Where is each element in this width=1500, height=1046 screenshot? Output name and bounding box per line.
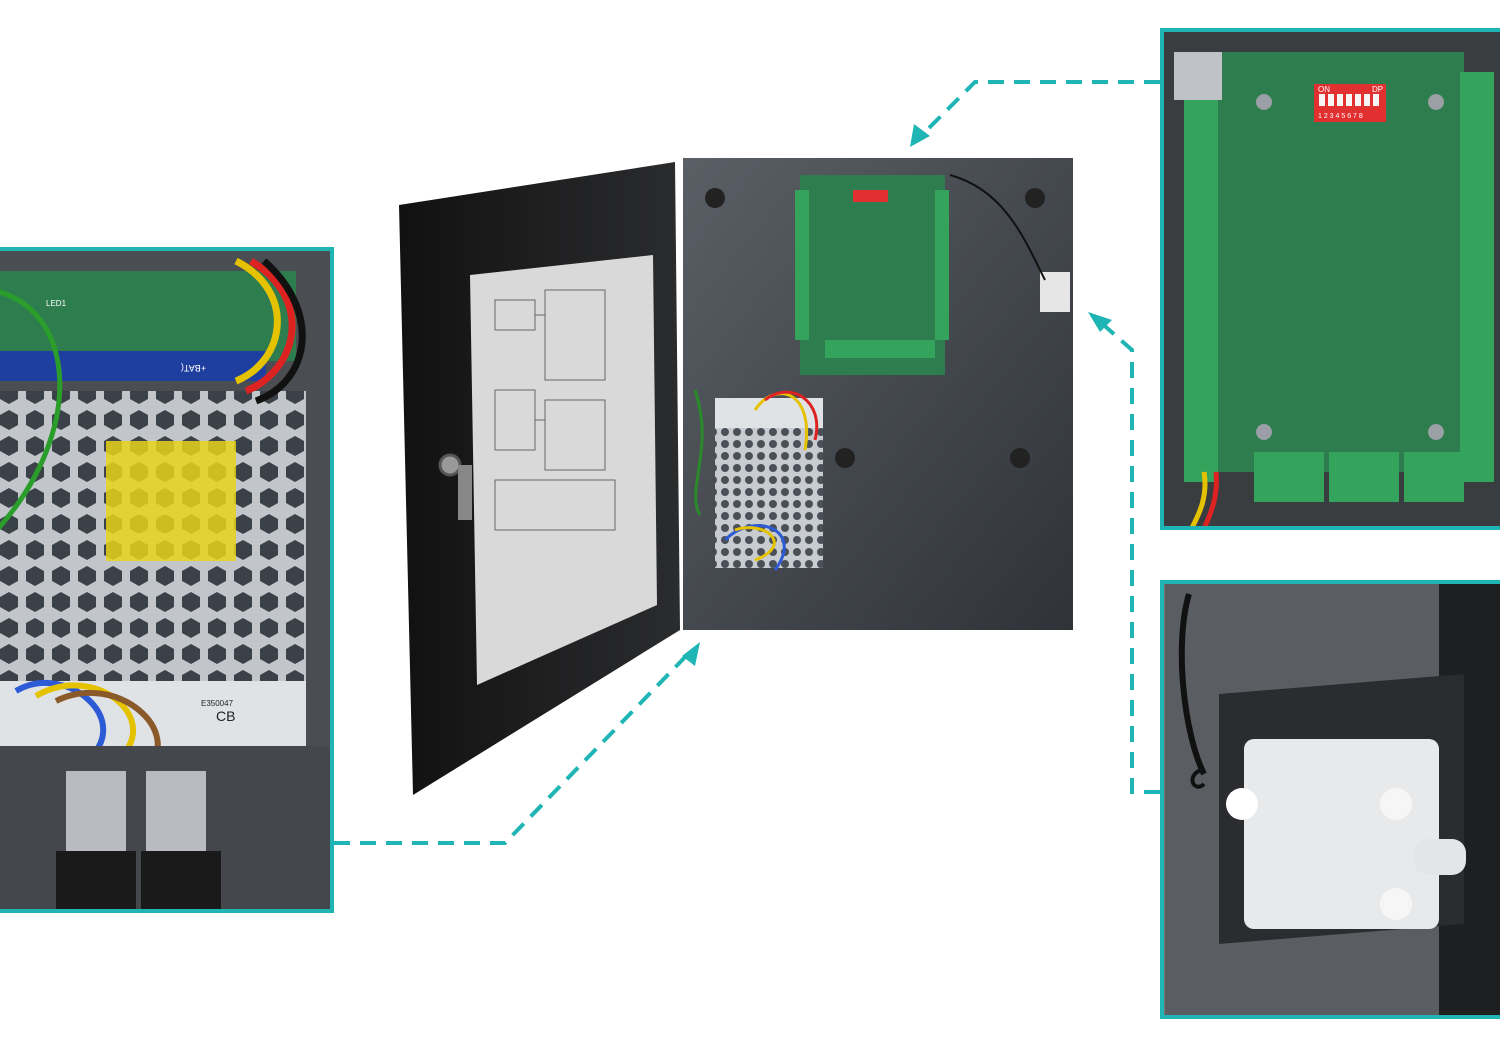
zoom-panel-power-supply: +BAT( LED1 CB E350047 — [0, 247, 334, 913]
zoom-panel-tamper-switch — [1160, 580, 1500, 1019]
tamper-plunger — [1414, 839, 1466, 875]
label-spec: E350047 — [201, 699, 234, 708]
tamper-switch-body — [1244, 739, 1439, 929]
connector-topright-to-board — [918, 80, 1160, 139]
arrowhead-tamper — [1088, 312, 1112, 332]
dip-label-dp: DP — [1372, 85, 1383, 94]
lock-icon — [438, 453, 462, 477]
zoom-panel-controller-board: ON DP 1 2 3 4 5 6 7 8 — [1160, 28, 1500, 530]
label-cb: CB — [216, 708, 235, 724]
enclosure-photo — [399, 158, 1073, 795]
arrowhead-board — [910, 124, 930, 147]
arrowhead-psu — [682, 642, 700, 666]
dip-label-on: ON — [1318, 85, 1330, 94]
connector-left-to-psu — [334, 650, 692, 845]
dip-switch — [853, 190, 888, 202]
label-led: LED1 — [46, 299, 67, 308]
label-bat: +BAT( — [181, 363, 206, 373]
dip-label-numbers: 1 2 3 4 5 6 7 8 — [1318, 113, 1363, 120]
connector-bottomright-to-tamper — [1096, 318, 1160, 794]
